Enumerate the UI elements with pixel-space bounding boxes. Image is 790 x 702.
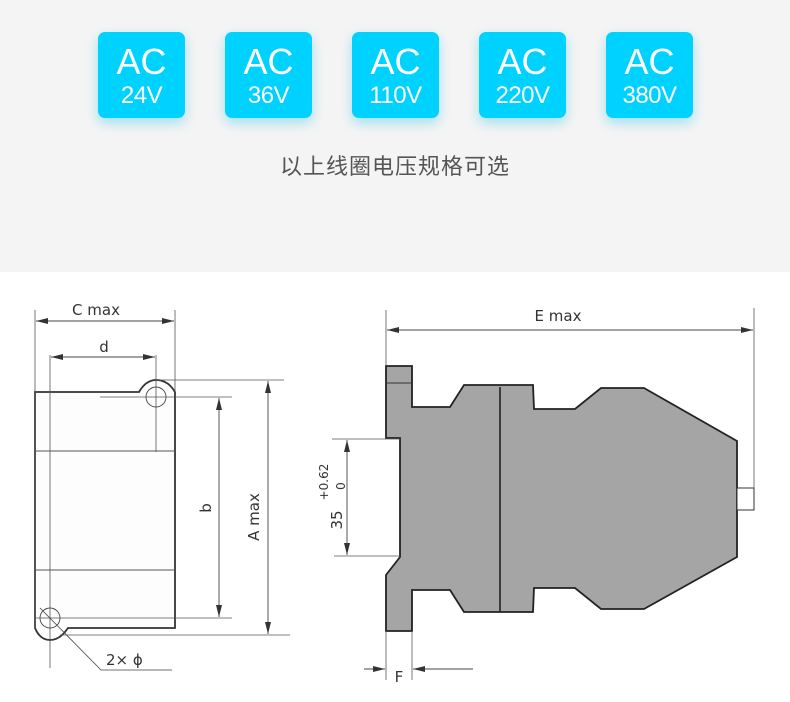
voltage-caption: 以上线圈电压规格可选 [279,155,510,180]
a-max-label: A max [245,493,263,541]
tolerance-lower: 0 [334,482,348,490]
b-label: b [197,503,215,513]
badge-type: AC [624,41,675,82]
badge-type: AC [116,41,167,82]
rail-width-label: 35 [328,510,346,529]
tolerance-upper: +0.62 [317,464,331,501]
badge-voltage: 110V [369,82,422,109]
e-max-label: E max [535,307,582,325]
badge-voltage: 380V [622,82,677,109]
badge-voltage: 24V [120,82,163,109]
badge-type: AC [370,41,421,82]
side-body [385,365,738,632]
badge-type: AC [497,41,548,82]
voltage-badge-110v: AC 110V [352,32,439,118]
f-label: F [395,668,404,686]
c-max-label: C max [72,301,120,319]
voltage-badge-24v: AC 24V [98,32,185,118]
hole-label: 2× ϕ [106,651,143,669]
badge-voltage: 36V [247,82,290,109]
voltage-badge-220v: AC 220V [479,32,566,118]
voltage-badge-380v: AC 380V [606,32,693,118]
hole-leader-line [39,607,172,671]
badge-voltage: 220V [495,82,550,109]
side-view: E max 35 +0.62 0 F [317,307,755,686]
front-view: C max d b A max 2× ϕ [34,301,290,671]
dimension-drawing: C max d b A max 2× ϕ E max 35 +0.62 0 [34,301,755,686]
side-terminal [736,487,755,511]
badge-type: AC [243,41,294,82]
d-label: d [99,338,109,356]
front-body-outline [34,379,176,641]
voltage-badge-36v: AC 36V [225,32,312,118]
